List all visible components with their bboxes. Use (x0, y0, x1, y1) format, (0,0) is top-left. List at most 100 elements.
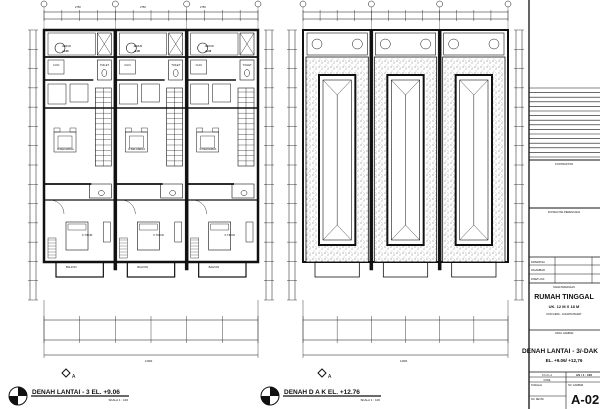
roof-void (443, 32, 505, 56)
plan-title-level-3: DENAH LANTAI - 3 EL. +9.06 SKALA 1 : 100… (8, 368, 129, 406)
kode-label: KODE (544, 379, 551, 382)
dwelling-unit (113, 29, 187, 278)
roof-hip-line (391, 79, 406, 96)
level-mark: +9.06 (133, 49, 140, 53)
konsultan-label: KONSULTAN PERENCANA (548, 210, 581, 214)
cuci-room (119, 59, 136, 75)
chair (125, 127, 132, 133)
grid-bubble (183, 0, 190, 8)
kontraktor-label: KONTRAKTOR (555, 162, 573, 166)
grid-bubble (504, 0, 512, 8)
roof-hip-inner (459, 79, 489, 241)
grid-bubble (112, 0, 119, 8)
project-location: DURI KEPA - JAKARTA BARAT (546, 313, 582, 316)
shaft (97, 32, 112, 56)
balcony (55, 261, 104, 278)
door-swing (49, 199, 65, 215)
roof-hip-line (459, 224, 474, 241)
roof-hip-line (459, 79, 474, 96)
room-label-cuci: CUCI (53, 63, 60, 67)
chair (196, 127, 203, 133)
water-tank (197, 42, 208, 54)
grid-bubble (299, 0, 307, 8)
floor-plan-level-3 (28, 0, 274, 358)
cuci-room (47, 59, 65, 75)
roof-unit (305, 32, 369, 278)
pillow (210, 223, 229, 231)
level-mark: +9.06 (205, 49, 212, 53)
grid-bubble (254, 0, 262, 8)
room-label-jemur: JEMUR (62, 44, 71, 48)
water-tank (311, 38, 323, 50)
coffee-table (129, 135, 144, 149)
shaft-cross (168, 32, 183, 56)
bed (208, 221, 231, 251)
sofa (196, 131, 219, 153)
balcony (126, 261, 176, 278)
party-wall (437, 29, 442, 271)
toilet (190, 83, 209, 105)
water-tank (126, 42, 137, 54)
window-grill (47, 237, 57, 259)
toilet-fixture (101, 69, 108, 77)
party-wall (113, 29, 118, 271)
water-tank (352, 38, 363, 50)
project-name: RUMAH TINGGAL (534, 294, 594, 301)
sofa (125, 131, 148, 153)
room-label-kamar-tidur: K.TIDUR (225, 233, 236, 237)
skala-value: AS / 1 : 100 (576, 373, 592, 377)
shaft-cross (239, 32, 255, 56)
dimension-text: 2750 (75, 5, 81, 9)
room-label-keluarga: R.KELUARGA (128, 147, 145, 151)
toilet-fixture (98, 190, 105, 196)
room (69, 83, 89, 103)
roof-hip-line (405, 79, 420, 96)
sheet-number: A-02 (571, 392, 599, 407)
room-label-balkon: BALKON (66, 265, 77, 269)
toilet (47, 83, 67, 105)
toilet (239, 59, 255, 81)
no-gambar-label: NO. GAMBAR (568, 384, 584, 387)
roof-hip-line (473, 224, 489, 241)
wardrobe (174, 221, 182, 243)
toilet-fixture (240, 190, 248, 196)
judul-label: JUDUL GAMBAR (555, 332, 574, 335)
balcony-roof (314, 261, 360, 278)
toilet-fixture (172, 69, 179, 77)
plan-scale: SKALA 1 : 100 (108, 398, 128, 402)
party-wall (184, 29, 189, 271)
toilet-fixture (244, 69, 250, 77)
bed (65, 221, 89, 251)
wardrobe (245, 221, 254, 243)
pillow (67, 223, 87, 231)
dimension-text: 2750 (140, 5, 146, 9)
room-label-keluarga: R.KELUARGA (200, 147, 217, 151)
grid-bubble (436, 0, 443, 8)
door-swing (121, 199, 136, 215)
water-tank (448, 38, 459, 50)
drawing-elevation: EL. +9.06/ +12,76 (546, 358, 583, 363)
balcony-roof (451, 261, 497, 278)
room-label-kamar-tidur: K.TIDUR (153, 233, 164, 237)
dimension-text: 2750 (200, 5, 206, 9)
room-label-cuci: CUCI (196, 63, 203, 67)
roof-hip-line (322, 224, 338, 241)
nama-pekerjaan-label: NAMA PEKERJAAN (553, 286, 575, 289)
room-label-kamar-tidur: K.TIDUR (82, 233, 93, 237)
roof-unit (437, 29, 506, 278)
row-label: DIPERIKSA (531, 260, 545, 264)
row-label: DIGAMBAR (531, 268, 545, 272)
room-label-toilet: TOILET (100, 63, 109, 67)
jemur-area (47, 32, 96, 56)
room-label-jemur: JEMUR (205, 44, 214, 48)
plan-title: DENAH D A K EL. +12.76 (284, 389, 360, 396)
room-label-toilet: TOILET (171, 63, 180, 67)
roof-void (375, 32, 436, 56)
roof-void (306, 32, 368, 56)
shaft (168, 32, 183, 56)
chair (69, 127, 77, 133)
shaft-cross (97, 32, 112, 56)
plan-title: DENAH LANTAI - 3 EL. +9.06 (32, 389, 120, 396)
roof-unit (369, 29, 438, 278)
